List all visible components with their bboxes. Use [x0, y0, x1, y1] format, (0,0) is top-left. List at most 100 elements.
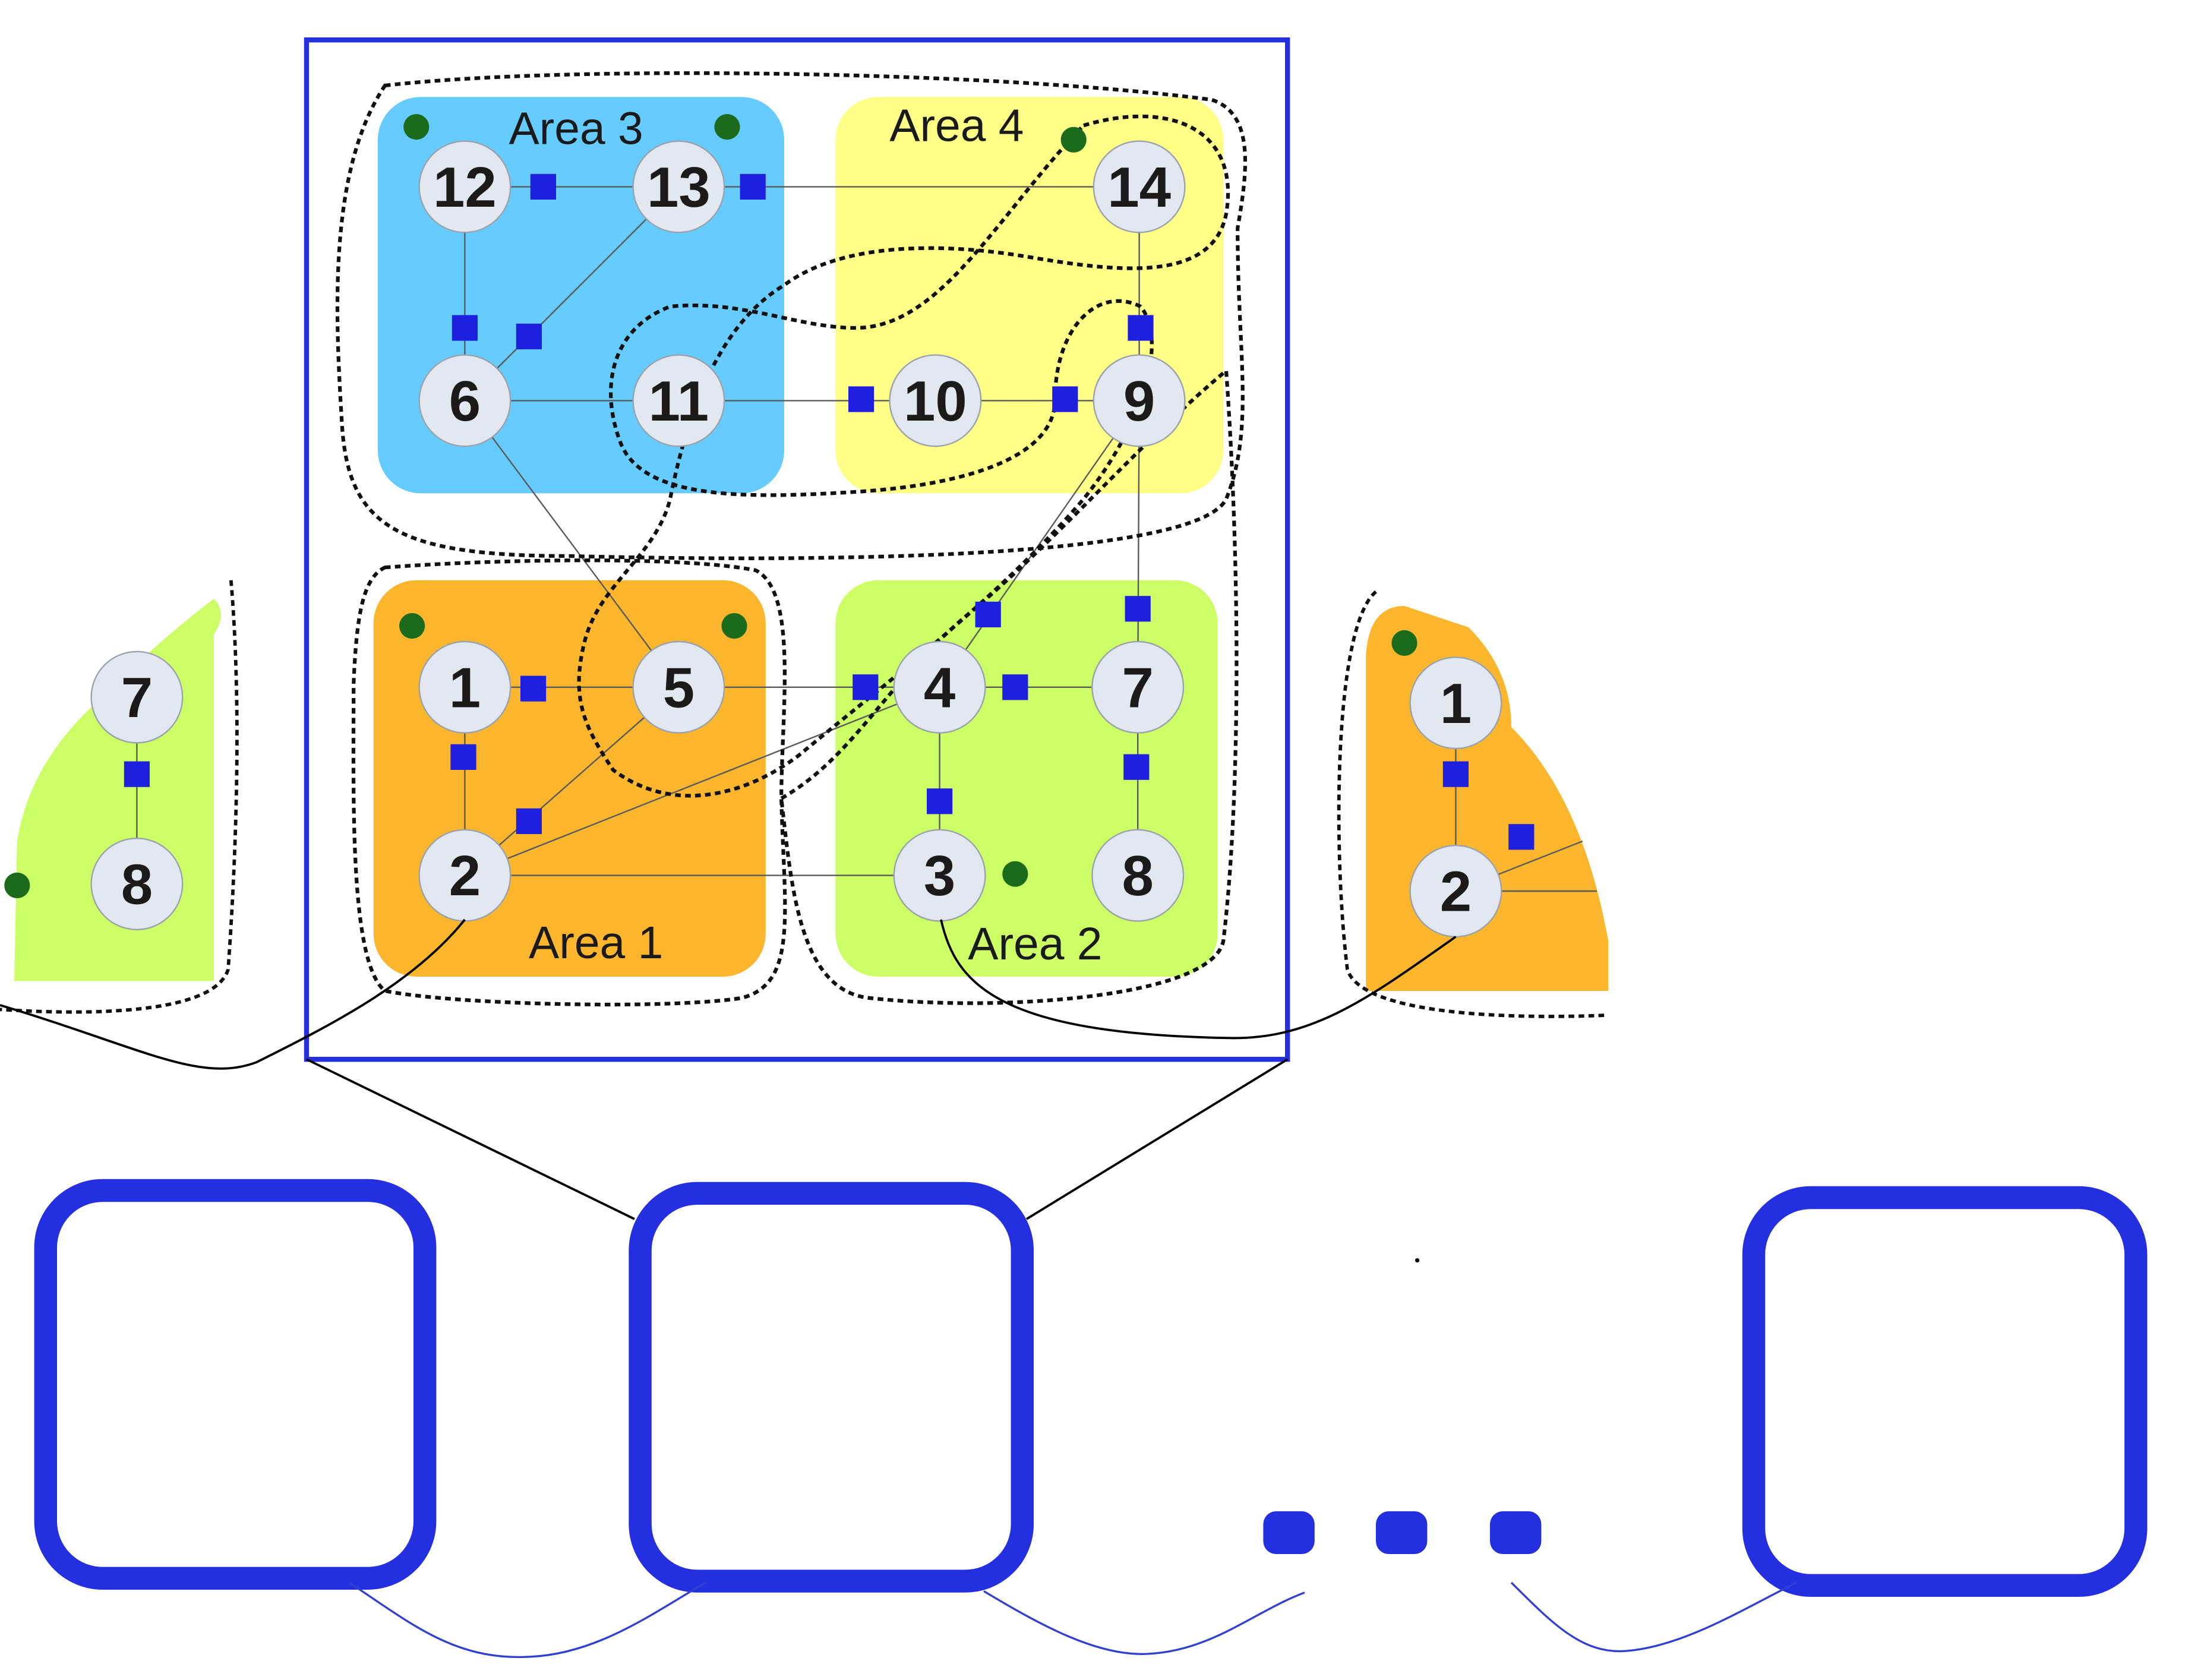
- node-13-circle: [632, 140, 725, 233]
- area-3-label: Area 3: [509, 103, 643, 154]
- node-9: 9: [1093, 354, 1186, 447]
- port-14-9: [1128, 315, 1154, 341]
- node-13-label: 13: [647, 156, 711, 219]
- ellipsis-dots: [1263, 1511, 1542, 1554]
- node-4-label: 4: [924, 656, 955, 719]
- node-7-circle: [1091, 640, 1185, 734]
- ports: [450, 173, 1154, 834]
- link-2-4: [464, 686, 940, 876]
- node-1-label: 1: [449, 656, 481, 719]
- node-12-label: 12: [433, 156, 497, 219]
- node-5-circle: [632, 640, 725, 734]
- port-11-10: [848, 386, 874, 412]
- node-7-label: 7: [1122, 656, 1154, 719]
- connector-curves: [0, 918, 1457, 1220]
- ellipsis-dot-2: [1376, 1511, 1428, 1554]
- right-fragment-node-1: [1409, 656, 1502, 750]
- area-2-label: Area 2: [968, 918, 1102, 970]
- port-9-4: [975, 601, 1001, 627]
- port-1-5: [520, 675, 547, 702]
- node-9-label: 9: [1123, 370, 1155, 433]
- bottom-box-3: [1742, 1186, 2148, 1597]
- gateway-dot-12: [403, 114, 430, 140]
- node-2: 2: [418, 829, 512, 922]
- zoom-line-right: [1025, 1058, 1289, 1220]
- link-13-6: [464, 186, 680, 402]
- left-fragment-node-8-label: 8: [121, 853, 153, 917]
- node-3: 3: [893, 829, 986, 922]
- node-1: 1: [418, 640, 512, 734]
- gateway-dot-3: [1002, 861, 1028, 887]
- port-1-2: [450, 744, 476, 770]
- left-fragment-node-7: [90, 650, 184, 744]
- node-5: 5: [632, 640, 725, 734]
- left-fragment-boundary: [0, 580, 239, 1014]
- bottom-curve-2: [983, 1590, 1305, 1655]
- right-fragment-gateway-dot: [1391, 630, 1417, 656]
- node-13: 13: [632, 140, 725, 233]
- node-11-label: 11: [649, 370, 709, 433]
- cluster-boundary-bottom-left: [351, 558, 787, 1007]
- gateway-dot-5: [721, 613, 747, 639]
- node-10-label: 10: [904, 370, 967, 433]
- node-4: 4: [893, 640, 986, 734]
- port-10-9: [1052, 386, 1078, 412]
- bottom-connector-curves: [349, 1581, 1797, 1659]
- ellipsis-dot-3: [1490, 1511, 1542, 1554]
- area-2-region: [835, 580, 1218, 977]
- right-fragment-boundary: [1337, 590, 1609, 1018]
- node-1-circle: [418, 640, 512, 734]
- left-fragment-node-7-label: 7: [121, 666, 153, 730]
- port-9-7: [1125, 596, 1151, 622]
- right-fragment-node-1-label: 1: [1440, 672, 1472, 735]
- left-fragment: 7 8: [0, 580, 239, 1014]
- port-4-7: [1002, 674, 1028, 700]
- node-3-label: 3: [924, 844, 955, 908]
- area-1-label: Area 1: [529, 917, 663, 968]
- node-11: 11: [632, 354, 725, 447]
- port-5-2: [516, 808, 542, 834]
- stray-dot: [1415, 1258, 1420, 1263]
- node-8: 8: [1091, 829, 1185, 922]
- right-fragment: 1 2: [1337, 590, 1609, 1018]
- zoom-frame: [304, 37, 1290, 1062]
- connector-node3-right: [940, 919, 1457, 1040]
- port-12-6: [452, 315, 478, 341]
- gateway-dot-13: [714, 114, 740, 140]
- node-6: 6: [418, 354, 512, 447]
- bottom-curve-3: [1510, 1581, 1797, 1653]
- port-13-14: [740, 173, 766, 200]
- link-6-5: [464, 400, 680, 688]
- node-12: 12: [418, 140, 512, 233]
- node-6-circle: [418, 354, 512, 447]
- right-fragment-port-1: [1442, 761, 1469, 787]
- node-14-circle: [1093, 140, 1186, 233]
- cluster-boundary-snake: [577, 114, 1230, 798]
- node-12-circle: [418, 140, 512, 233]
- right-fragment-node-2-label: 2: [1440, 860, 1472, 924]
- left-fragment-port: [124, 761, 150, 787]
- bottom-row: [34, 1179, 2148, 1597]
- link-5-2: [464, 686, 680, 876]
- node-10-circle: [889, 354, 982, 447]
- port-12-13: [530, 173, 557, 200]
- area-backgrounds: [373, 97, 1224, 977]
- node-2-label: 2: [449, 844, 481, 908]
- bottom-box-1: [34, 1179, 437, 1590]
- cluster-boundary-top: [335, 71, 1248, 560]
- left-fragment-gateway-dot: [4, 872, 30, 898]
- link-9-7: [1137, 400, 1140, 687]
- gateway-dots: [399, 114, 1087, 887]
- node-8-label: 8: [1122, 844, 1154, 908]
- left-fragment-node-8: [90, 838, 184, 931]
- node-10: 10: [889, 354, 982, 447]
- node-8-circle: [1091, 829, 1185, 922]
- link-9-4: [939, 400, 1140, 688]
- node-14-label: 14: [1107, 156, 1171, 219]
- right-fragment-area: [1366, 606, 1609, 991]
- port-4-3: [927, 788, 953, 814]
- node-4-circle: [893, 640, 986, 734]
- cluster-boundaries: [335, 71, 1248, 1007]
- node-14: 14: [1093, 140, 1186, 233]
